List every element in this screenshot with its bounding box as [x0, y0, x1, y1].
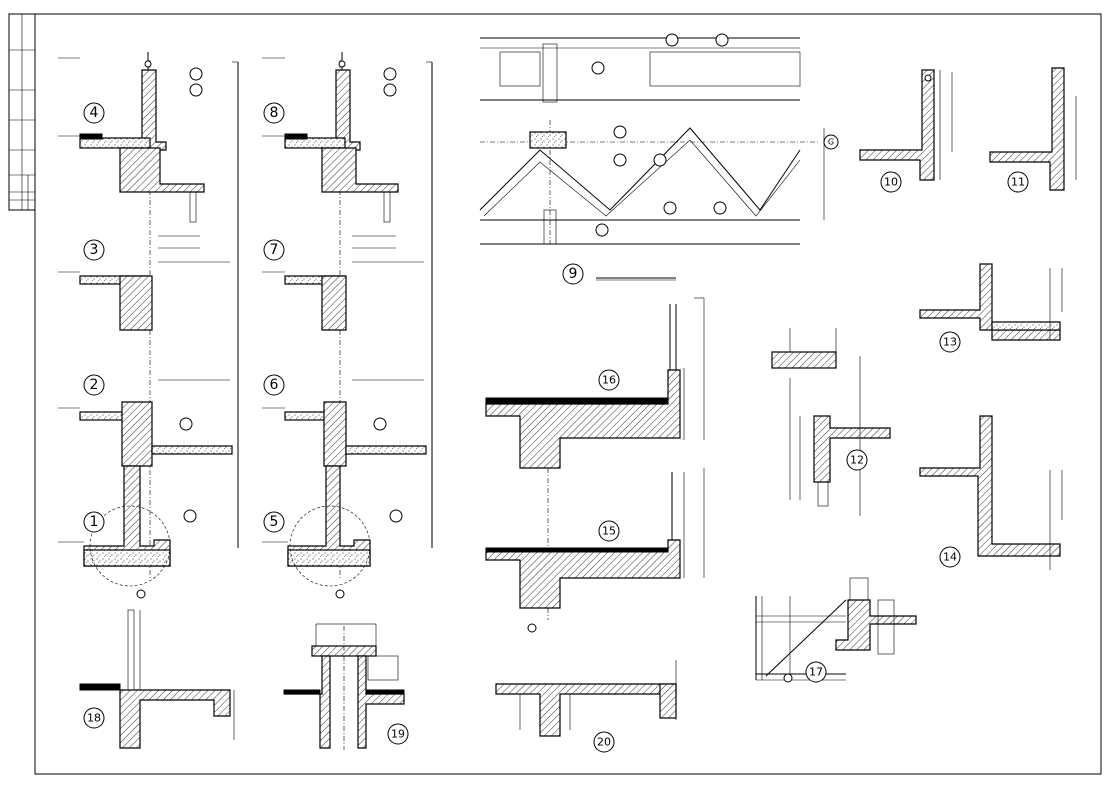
slab-detail-15 — [485, 468, 705, 633]
wall-detail-13 — [919, 263, 1063, 341]
balcony-plan-9 — [479, 37, 825, 281]
callout-12: 12 — [850, 454, 864, 467]
callout-markers: 4 3 2 1 8 7 6 5 9 10 11 12 13 14 15 16 1… — [83, 102, 1029, 753]
parapet-detail-10 — [859, 69, 953, 181]
callout-2: 2 — [90, 377, 99, 393]
callout-10: 10 — [884, 176, 898, 189]
callout-19: 19 — [391, 728, 405, 741]
callout-5: 5 — [270, 514, 279, 530]
callout-4: 4 — [90, 105, 99, 121]
wall-section-b — [262, 52, 433, 599]
canopy-detail-12 — [771, 328, 891, 516]
callout-7: 7 — [270, 242, 279, 258]
frame-detail-17 — [755, 577, 917, 683]
callout-15: 15 — [602, 525, 616, 538]
parapet-detail-11 — [989, 67, 1077, 191]
sheet-border — [34, 13, 1102, 775]
callout-18: 18 — [87, 712, 101, 725]
wall-detail-14 — [919, 415, 1063, 570]
slab-detail-20 — [495, 660, 677, 737]
callout-17: 17 — [809, 666, 823, 679]
callout-9: 9 — [569, 266, 578, 282]
callout-11: 11 — [1011, 176, 1025, 189]
column-detail-19 — [283, 623, 405, 750]
callout-20: 20 — [597, 736, 611, 749]
callout-6: 6 — [270, 377, 279, 393]
callout-14: 14 — [943, 551, 957, 564]
title-block-strip — [8, 13, 36, 211]
callout-16: 16 — [602, 374, 616, 387]
reference-bubbles — [179, 33, 729, 523]
axis-marker: G — [828, 138, 834, 147]
callout-13: 13 — [943, 336, 957, 349]
callout-8: 8 — [270, 105, 279, 121]
callout-3: 3 — [90, 242, 99, 258]
wall-section-a — [58, 52, 239, 599]
wall-detail-18 — [79, 609, 235, 749]
slab-detail-16 — [485, 297, 705, 469]
callout-1: 1 — [90, 514, 99, 530]
